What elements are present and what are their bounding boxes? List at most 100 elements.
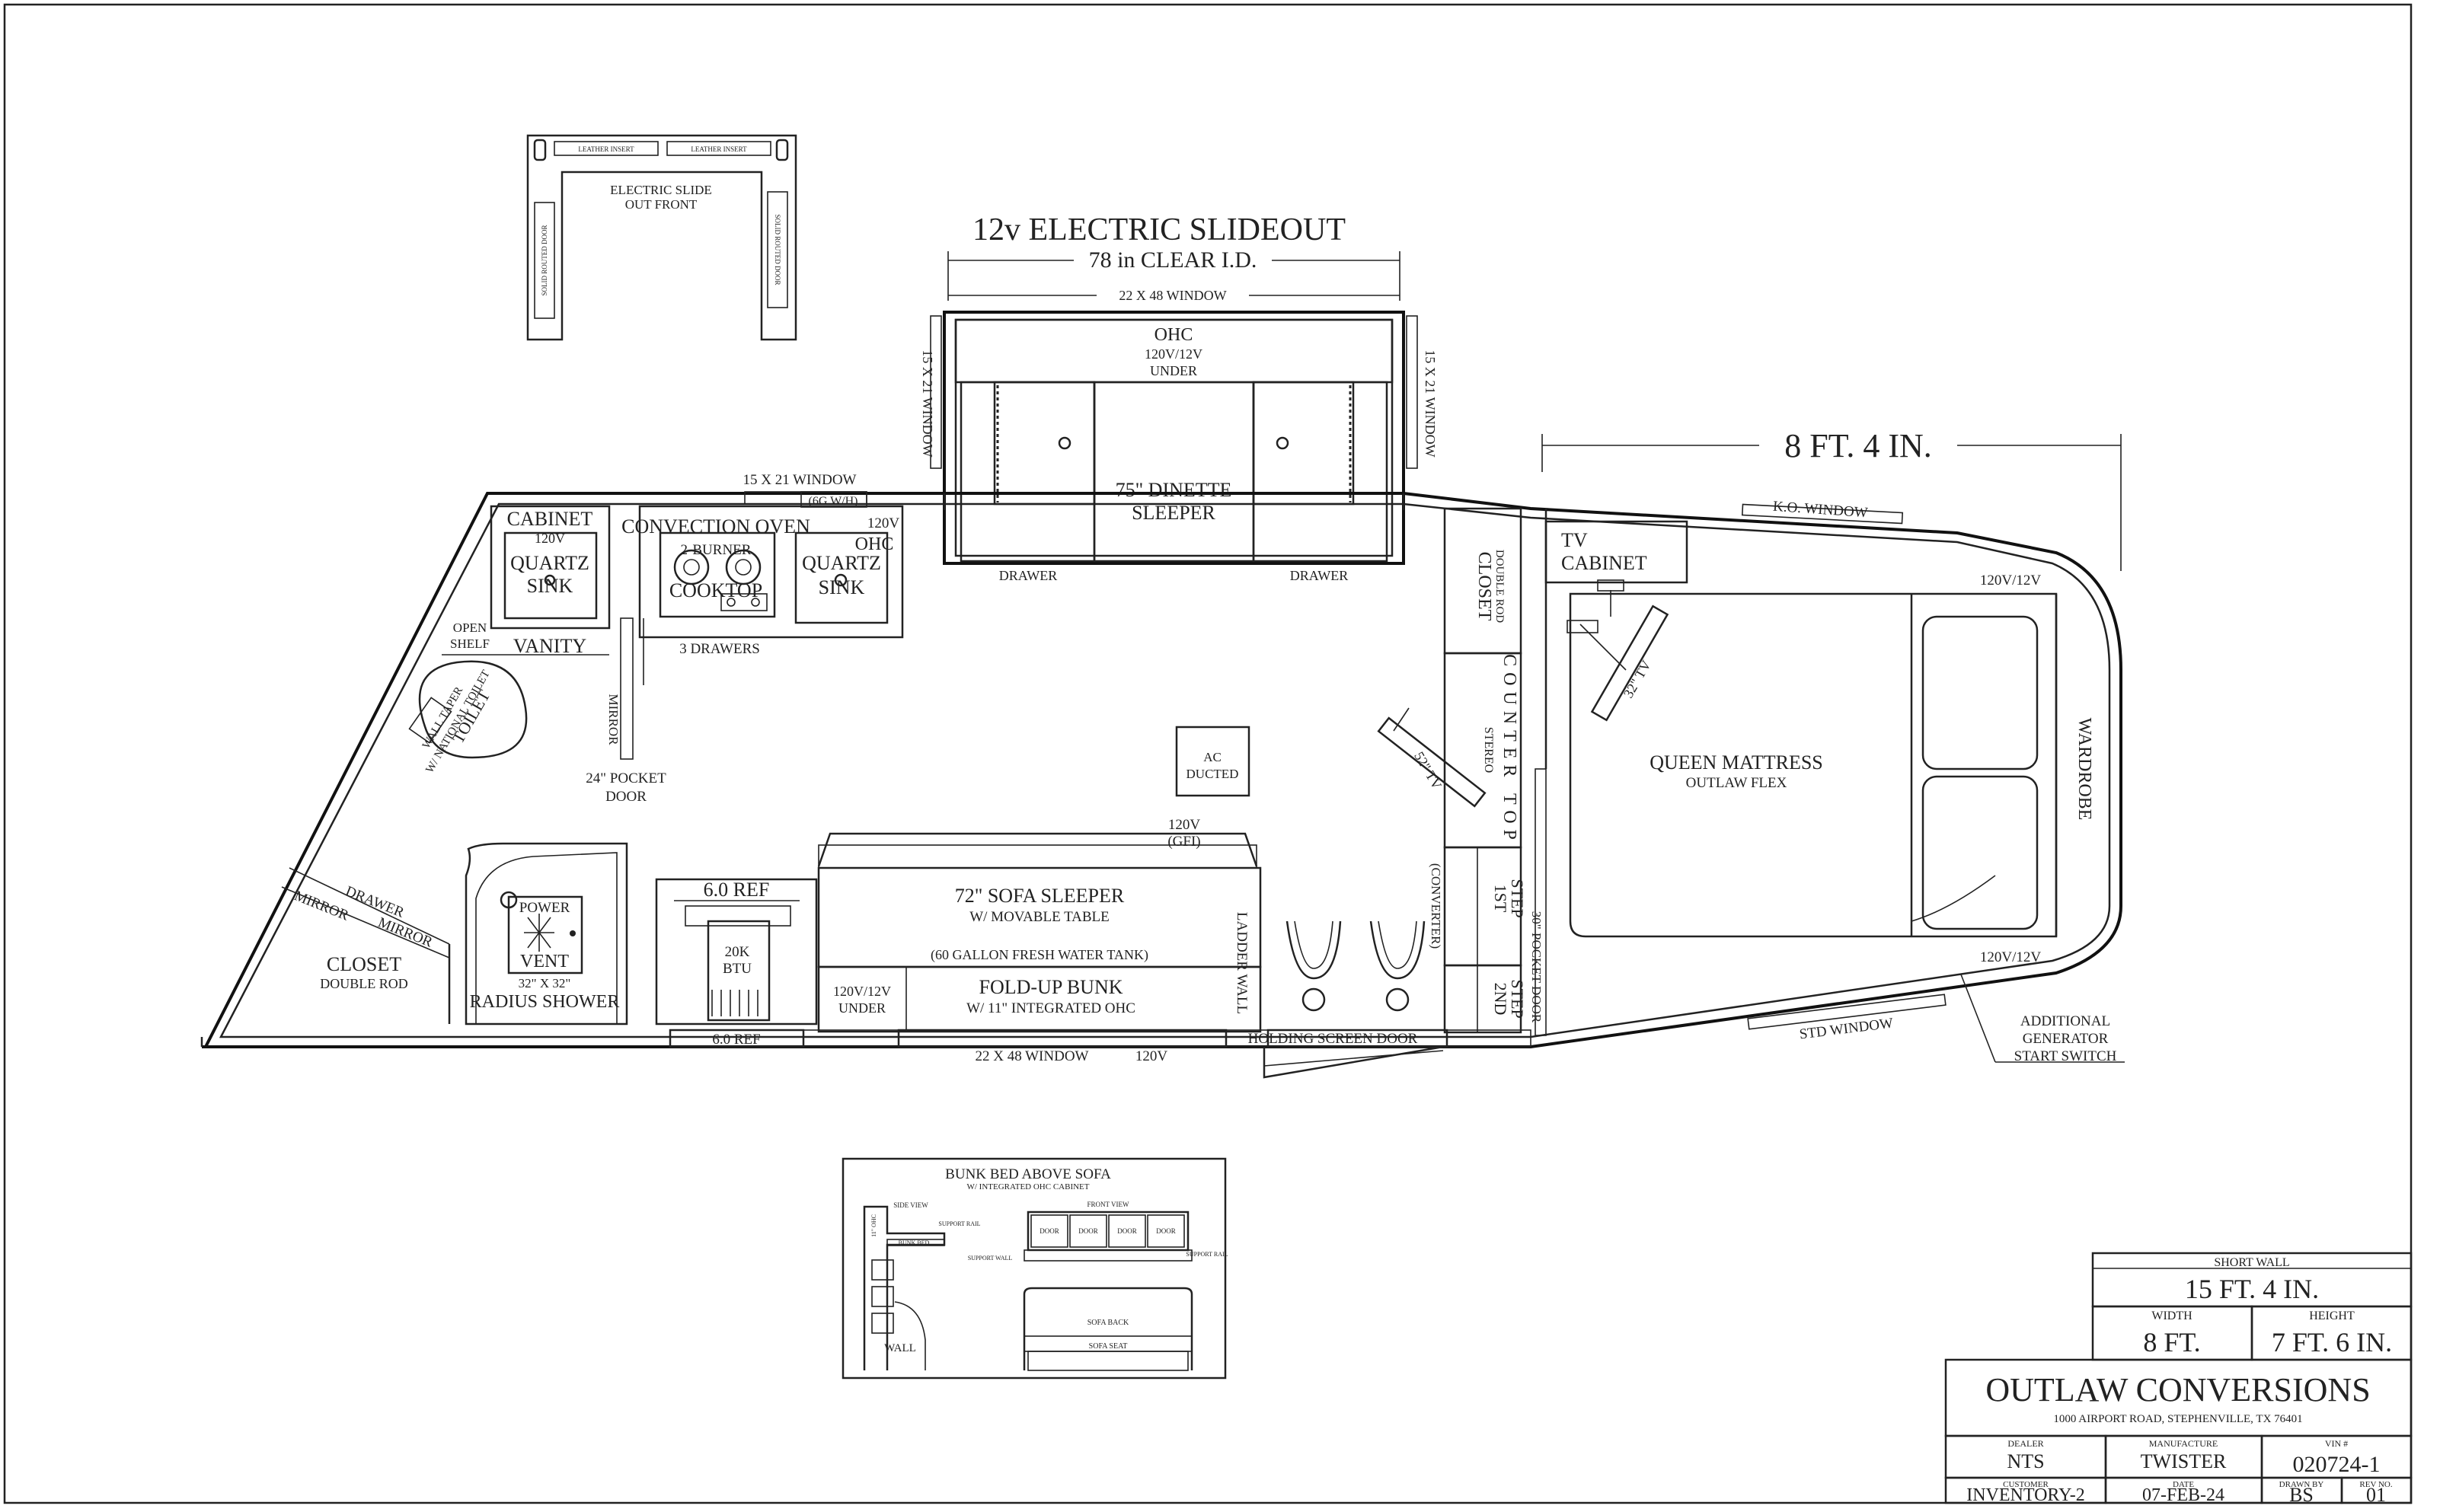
holding-screen-door-label: HOLDING SCREEN DOOR	[1248, 1031, 1418, 1047]
support-rail-right-label: SUPPORT RAIL	[1186, 1251, 1228, 1258]
queen-bed	[1569, 592, 2058, 938]
open-shelf-line2: SHELF	[450, 636, 490, 651]
pocket-door-line1: 24" POCKET	[586, 770, 666, 786]
inset-title-line1: ELECTRIC SLIDE	[610, 183, 712, 197]
bedroom-area: TV CABINET K.O. WINDOW 120V/12V 120V/12V…	[1544, 499, 2125, 1064]
cabinet-120v: 120V	[535, 531, 565, 546]
quartz-sink-line1: QUARTZ	[510, 552, 589, 574]
slideout-box	[943, 311, 1405, 565]
two-burner-label: 2-BURNER	[681, 542, 752, 558]
dealer-value: NTS	[2007, 1450, 2044, 1472]
living-area: AC DUCTED 120V (GFI) 72" SOFA SLEEPER W/…	[655, 726, 1262, 1064]
closet-vertical-label: CLOSET	[1474, 552, 1494, 621]
tv-32-label: 32" TV	[1621, 658, 1654, 700]
sofa-seat-label: SOFA SEAT	[1089, 1342, 1128, 1351]
tv-cabinet	[1544, 520, 1688, 584]
width-label: WIDTH	[2151, 1309, 2192, 1322]
drawer-left-label: DRAWER	[999, 568, 1058, 583]
grab-handle-right-icon	[1369, 920, 1426, 1012]
std-window-label: STD WINDOW	[1799, 1016, 1894, 1043]
bunk-door-2: DOOR	[1078, 1227, 1098, 1235]
date-label: DATE	[2173, 1480, 2194, 1489]
generator-line2: GENERATOR	[2023, 1031, 2109, 1047]
convection-oven-label: CONVECTION OVEN	[621, 515, 810, 537]
power-label: POWER	[519, 900, 570, 916]
bottom-window-label: 22 X 48 WINDOW	[976, 1048, 1089, 1064]
gfi-line1: 120V	[1168, 817, 1201, 833]
bunk-door-1: DOOR	[1040, 1227, 1059, 1235]
short-wall-value: 15 FT. 4 IN.	[2185, 1274, 2319, 1304]
tv-cabinet-line2: CABINET	[1561, 552, 1647, 574]
drawer-right-label: DRAWER	[1290, 568, 1349, 583]
bunk-door-4: DOOR	[1156, 1227, 1176, 1235]
bunk-inset-title-line2: W/ INTEGRATED OHC CABINET	[966, 1182, 1089, 1191]
vent-fan-icon	[524, 914, 554, 952]
countertop-label: COUNTER TOP	[1499, 654, 1519, 846]
vin-label: VIN #	[2325, 1438, 2348, 1449]
quartz-sink2-line1: QUARTZ	[802, 552, 881, 574]
vent-label: VENT	[520, 952, 569, 971]
vanity-label: VANITY	[513, 635, 587, 657]
width-value: 8 FT.	[2143, 1327, 2200, 1357]
dealer-label: DEALER	[2007, 1438, 2043, 1449]
vin-value: 020724-1	[2293, 1452, 2381, 1477]
slideout-ohc-under: UNDER	[1150, 363, 1197, 378]
first-step-line1: 1ST	[1491, 885, 1510, 913]
burner-left-icon	[673, 549, 710, 585]
heater-20k	[707, 920, 771, 1022]
support-wall-label: SUPPORT WALL	[968, 1255, 1013, 1262]
rev-value: 01	[2366, 1484, 2386, 1506]
height-value: 7 FT. 6 IN.	[2272, 1327, 2392, 1357]
wall-label: WALL	[884, 1342, 916, 1354]
ladder-wall-label: LADDER WALL	[1234, 912, 1250, 1014]
bathroom-area: 15 X 21 WINDOW (6G W/H) CABINET 120V QUA…	[281, 472, 867, 1026]
date-value: 07-FEB-24	[2142, 1485, 2224, 1505]
slideout-right-window: 15 X 21 WINDOW	[1423, 349, 1438, 457]
slideout-ohc-label: OHC	[1155, 325, 1193, 345]
sofa-line2: W/ MOVABLE TABLE	[969, 909, 1110, 925]
ac-line2: DUCTED	[1186, 767, 1239, 781]
sofa-back-label: SOFA BACK	[1087, 1319, 1129, 1327]
fold-up-line2: W/ 11" INTEGRATED OHC	[966, 1000, 1135, 1016]
title-block: SHORT WALL 15 FT. 4 IN. WIDTH 8 FT. HEIG…	[1944, 1252, 2413, 1506]
side-view-label: SIDE VIEW	[893, 1201, 928, 1209]
solid-routed-door-left: SOLID ROUTED DOOR	[541, 225, 548, 296]
fold-up-bunk	[817, 965, 1262, 1033]
bunk-bed-inset: BUNK BED ABOVE SOFA W/ INTEGRATED OHC CA…	[842, 1157, 1228, 1380]
bunk-inset-title-line1: BUNK BED ABOVE SOFA	[945, 1166, 1111, 1182]
pillow-bottom	[1921, 775, 2039, 930]
mirror-right-label: MIRROR	[375, 914, 435, 951]
generator-line1: ADDITIONAL	[2020, 1013, 2110, 1029]
ref-top-label: 6.0 REF	[704, 879, 770, 901]
window-15x21-label: 15 X 21 WINDOW	[743, 472, 857, 488]
kitchen-sink	[794, 531, 889, 624]
slideout-title: 12v ELECTRIC SLIDEOUT	[972, 212, 1346, 247]
tv-32-icon	[1567, 579, 1669, 722]
front-view-label: FRONT VIEW	[1087, 1201, 1129, 1208]
bottom-120v-label: 120V	[1135, 1048, 1168, 1064]
bedroom-divider: CLOSET DOUBLE ROD COUNTER TOP STEREO 1ST…	[1443, 507, 1547, 1036]
ac-ducted	[1175, 726, 1250, 797]
drawer-label: DRAWER	[343, 883, 407, 921]
ref-bottom-label: 6.0 REF	[712, 1032, 760, 1048]
radius-shower-label: RADIUS SHOWER	[470, 992, 620, 1012]
nose-dimension: 8 FT. 4 IN.	[1541, 427, 2122, 571]
three-drawers-label: 3 DRAWERS	[679, 641, 760, 657]
wardrobe-label: WARDROBE	[2074, 718, 2094, 821]
manufacture-label: MANUFACTURE	[2149, 1438, 2218, 1449]
toilet	[418, 660, 528, 759]
cooktop-label: COOKTOP	[669, 579, 762, 601]
generator-line3: START SWITCH	[2014, 1048, 2117, 1064]
rev-label: REV NO.	[2359, 1480, 2392, 1489]
trailer-outline	[200, 492, 2122, 1048]
under-line1: 120V/12V	[833, 984, 891, 999]
drawn-by-label: DRAWN BY	[2279, 1480, 2324, 1489]
slideout-left-window: 15 X 21 WINDOW	[920, 349, 935, 457]
under-line2: UNDER	[838, 1000, 886, 1016]
closet-label: CLOSET	[327, 953, 401, 975]
converter-label: (CONVERTER)	[1429, 863, 1443, 949]
company-name: OUTLAW CONVERSIONS	[1985, 1371, 2370, 1408]
leather-insert-left: LEATHER INSERT	[578, 145, 634, 153]
stereo-label: STEREO	[1482, 727, 1495, 773]
short-wall-label: SHORT WALL	[2214, 1256, 2289, 1269]
